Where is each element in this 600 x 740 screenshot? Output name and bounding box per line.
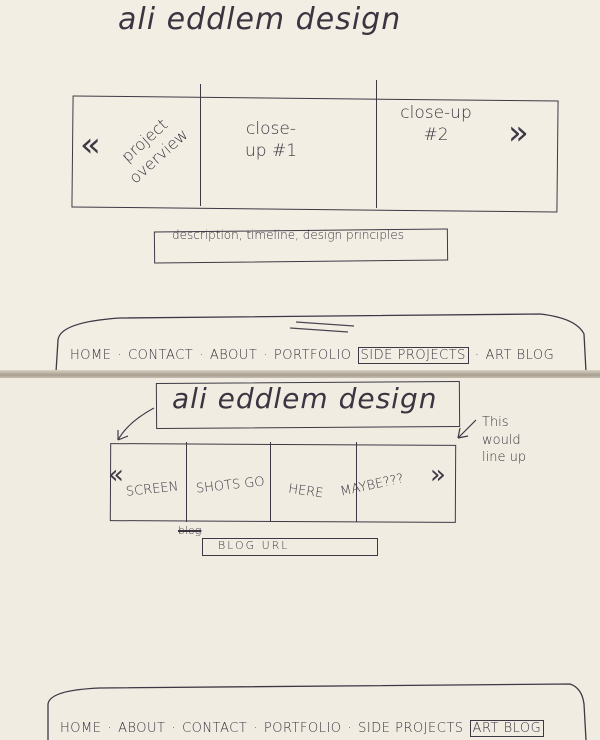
carousel-divider: [356, 442, 357, 522]
nav-contact[interactable]: CONTACT: [128, 348, 194, 363]
nav-bar-bottom: HOME · ABOUT · CONTACT · PORTFOLIO · SID…: [60, 720, 545, 737]
carousel-next-arrow[interactable]: »: [430, 460, 446, 490]
blog-url-box: [202, 538, 378, 556]
site-title-boxed: ali eddlem design: [172, 382, 438, 415]
nav-separator: ·: [117, 348, 123, 363]
nav-contact[interactable]: CONTACT: [182, 721, 248, 736]
nav-about[interactable]: ABOUT: [118, 721, 166, 736]
sketch-page-bottom: ali eddlem design This would line up « »…: [0, 378, 600, 740]
footer-nav-frame: [47, 683, 587, 740]
annotation-arrows: [47, 407, 587, 740]
nav-separator: ·: [253, 721, 258, 736]
panel-close-up-2[interactable]: close-up #2: [400, 103, 472, 146]
nav-portfolio[interactable]: PORTFOLIO: [263, 721, 342, 736]
nav-separator: ·: [263, 348, 268, 363]
nav-side-projects-selected[interactable]: SIDE PROJECTS: [357, 347, 469, 364]
notebook-gutter: [0, 370, 600, 380]
nav-side-projects[interactable]: SIDE PROJECTS: [358, 721, 464, 736]
nav-separator: ·: [107, 721, 113, 736]
nav-bar-top: HOME · CONTACT · ABOUT · PORTFOLIO SIDE …: [70, 347, 554, 364]
panel-close-up-1[interactable]: close-up #1: [244, 119, 298, 162]
carousel-divider: [270, 442, 271, 522]
pen-stroke: [457, 419, 477, 439]
carousel-prev-arrow[interactable]: «: [80, 125, 101, 165]
site-title: ali eddlem design: [118, 2, 402, 37]
nav-separator: ·: [171, 721, 177, 736]
nav-separator: ·: [474, 348, 480, 363]
pen-stroke: [117, 430, 129, 441]
nav-about[interactable]: ABOUT: [209, 348, 258, 363]
nav-home[interactable]: HOME: [60, 721, 102, 736]
nav-art-blog-selected[interactable]: ART BLOG: [469, 720, 545, 737]
alignment-annotation: This would line up: [482, 415, 527, 466]
nav-separator: ·: [347, 721, 353, 736]
pen-stroke: [117, 407, 155, 441]
carousel-divider: [186, 442, 187, 522]
pen-stroke: [295, 321, 355, 327]
blog-url-label[interactable]: BLOG URL: [218, 539, 290, 552]
nav-separator: ·: [199, 348, 204, 363]
pen-stroke: [289, 327, 349, 333]
nav-home[interactable]: HOME: [70, 348, 112, 363]
sketch-page-top: ali eddlem design « » project overview c…: [55, 2, 587, 373]
carousel-prev-arrow[interactable]: «: [108, 460, 124, 490]
carousel-divider: [200, 84, 201, 206]
description-text: description, timeline, design principles: [172, 228, 404, 242]
struck-blog-text: blog: [178, 524, 202, 537]
carousel-next-arrow[interactable]: »: [508, 113, 529, 153]
footer-nav-frame: [55, 313, 587, 373]
nav-portfolio[interactable]: PORTFOLIO: [273, 348, 352, 363]
carousel-divider: [376, 80, 377, 208]
nav-art-blog[interactable]: ART BLOG: [485, 348, 555, 363]
sketch-strokes: [55, 313, 587, 373]
pen-stroke: [457, 427, 469, 439]
